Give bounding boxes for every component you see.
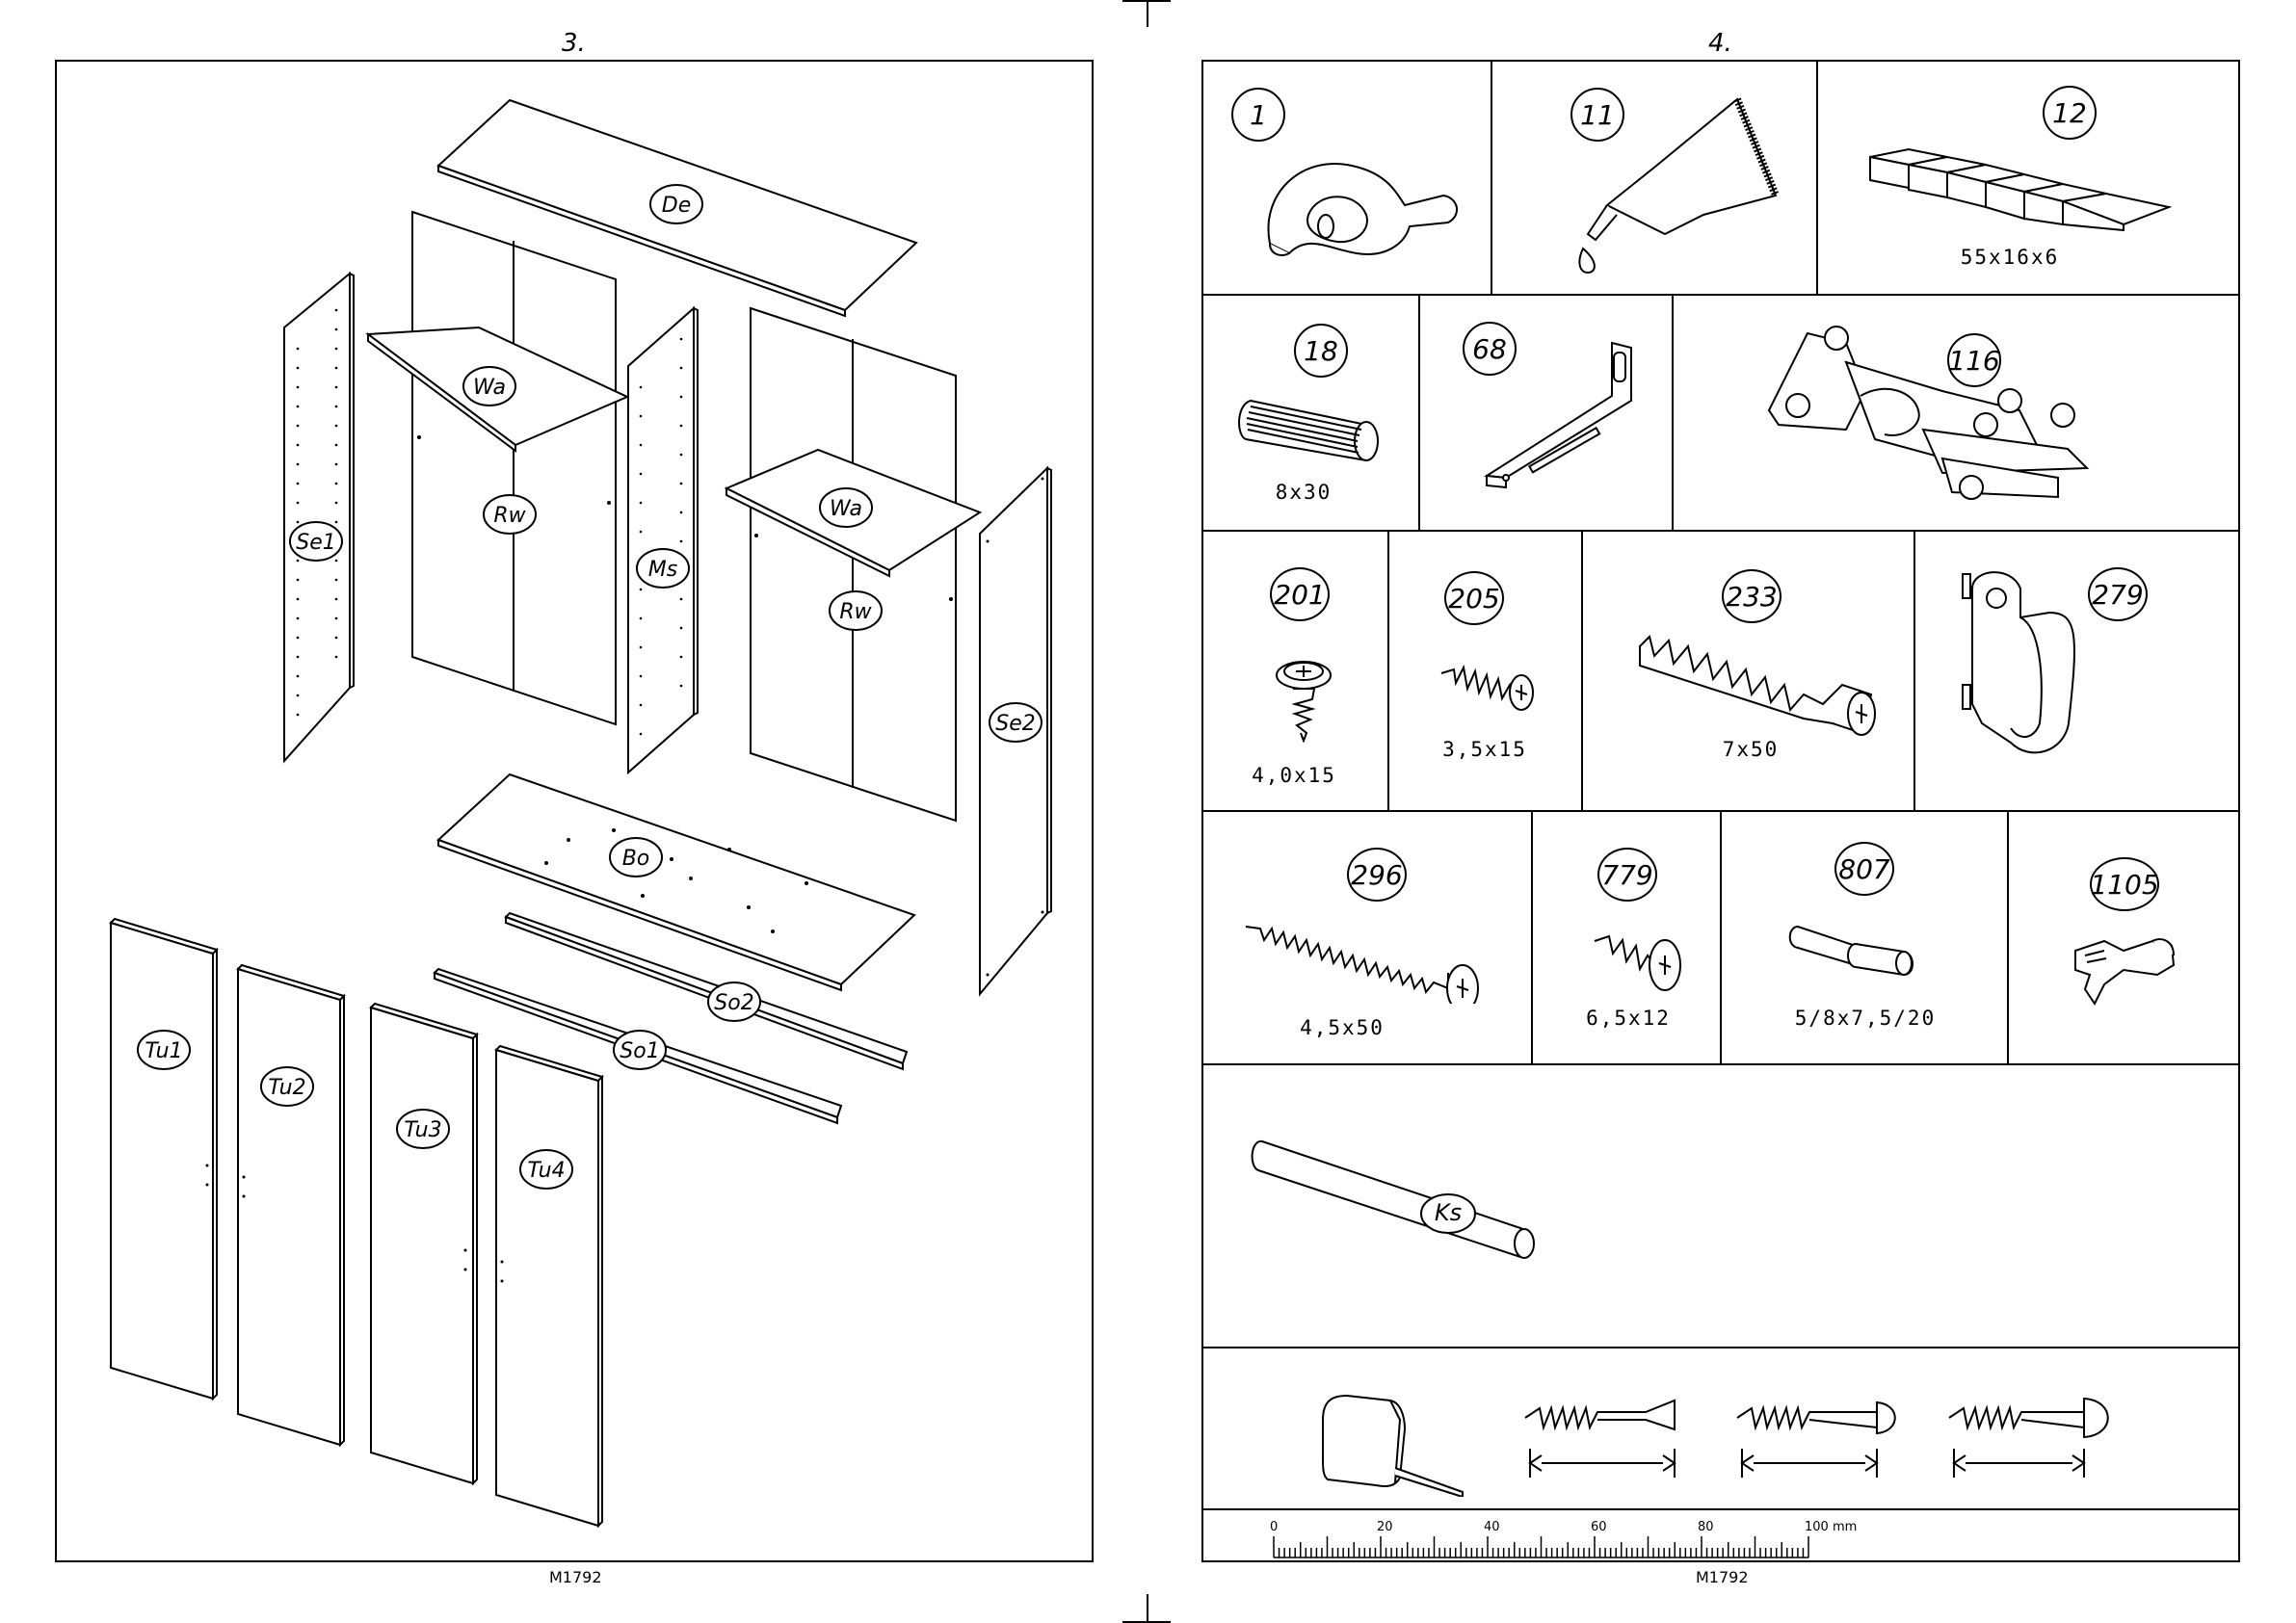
label-tu2: Tu2 bbox=[268, 1076, 305, 1100]
part-cell-779: 779 6,5x12 bbox=[1531, 810, 1722, 1065]
rod-cell: Ks bbox=[1201, 1063, 2240, 1348]
expansion-bolt-icon bbox=[1630, 627, 1910, 743]
part-cell-205: 205 3,5x15 bbox=[1387, 530, 1583, 812]
small-screw-icon bbox=[1437, 656, 1543, 714]
ruler-label: 0 bbox=[1270, 1520, 1278, 1534]
part-number-201: 201 bbox=[1270, 567, 1330, 621]
rod-ks-icon bbox=[1251, 1132, 1540, 1267]
label-so2: So2 bbox=[714, 991, 753, 1015]
ruler-label: 40 bbox=[1484, 1520, 1500, 1534]
cam-lock-icon bbox=[1251, 138, 1472, 282]
part-cell-18: 18 8x30 bbox=[1201, 294, 1420, 532]
left-page-number: 3. bbox=[562, 29, 586, 58]
label-tu3: Tu3 bbox=[404, 1118, 441, 1142]
label-so1: So1 bbox=[620, 1039, 659, 1063]
label-rw1: Rw bbox=[493, 504, 526, 528]
crop-mark-bottom bbox=[1147, 1594, 1148, 1623]
right-page-number: 4. bbox=[1708, 29, 1732, 58]
panel-rw1 bbox=[412, 212, 616, 724]
part-number-1105: 1105 bbox=[2090, 857, 2159, 911]
panel-rw2 bbox=[751, 308, 956, 821]
ruler: 0 20 40 60 80 100 mm bbox=[1202, 1509, 2241, 1563]
wedge-strip-icon bbox=[1865, 138, 2183, 244]
part-size-18: 8x30 bbox=[1231, 481, 1376, 504]
long-screw-icon bbox=[1241, 917, 1501, 1004]
ruler-label: 80 bbox=[1698, 1520, 1714, 1534]
part-size-296: 4,5x50 bbox=[1270, 1016, 1414, 1039]
part-cell-807: 807 5/8x7,5/20 bbox=[1720, 810, 2009, 1065]
pan-screw-icon bbox=[1270, 656, 1337, 743]
part-cell-116: 116 bbox=[1672, 294, 2240, 532]
label-se2: Se2 bbox=[995, 712, 1036, 736]
label-wa1: Wa bbox=[473, 376, 506, 400]
part-number-1: 1 bbox=[1231, 88, 1285, 142]
dome-head-screw-icon bbox=[1944, 1391, 2118, 1497]
label-wa2: Wa bbox=[830, 497, 862, 521]
part-cell-1: 1 bbox=[1201, 60, 1492, 296]
part-size-779: 6,5x12 bbox=[1556, 1007, 1701, 1030]
part-size-201: 4,0x15 bbox=[1222, 764, 1366, 787]
part-size-233: 7x50 bbox=[1678, 738, 1823, 761]
panel-bo bbox=[438, 774, 914, 990]
label-tu4: Tu4 bbox=[527, 1159, 565, 1183]
short-screw-icon bbox=[1590, 927, 1696, 1004]
rail-holder-icon bbox=[1953, 560, 2098, 781]
part-cell-233: 233 7x50 bbox=[1581, 530, 1915, 812]
angle-bracket-icon bbox=[1477, 333, 1660, 507]
door-tu2 bbox=[238, 965, 344, 1445]
part-number-205: 205 bbox=[1444, 571, 1504, 625]
panel-se1 bbox=[284, 274, 354, 761]
glue-tube-icon bbox=[1549, 90, 1809, 292]
label-ms: Ms bbox=[648, 558, 677, 582]
ruler-cell: 0 20 40 60 80 100 mm bbox=[1201, 1508, 2240, 1562]
measuring-tape-icon bbox=[1318, 1391, 1501, 1497]
label-de: De bbox=[662, 194, 691, 218]
door-tu4 bbox=[496, 1046, 602, 1526]
part-size-807: 5/8x7,5/20 bbox=[1759, 1007, 1971, 1030]
part-number-233: 233 bbox=[1722, 569, 1781, 623]
door-tu1 bbox=[111, 919, 217, 1399]
part-number-807: 807 bbox=[1834, 842, 1894, 896]
ruler-label: 60 bbox=[1591, 1520, 1607, 1534]
part-cell-279: 279 bbox=[1913, 530, 2240, 812]
right-footer-code: M1792 bbox=[1696, 1568, 1749, 1586]
crop-mark-bottom-h bbox=[1122, 1621, 1171, 1623]
shelf-pin-icon bbox=[1779, 907, 1933, 994]
part-number-18: 18 bbox=[1294, 324, 1348, 378]
hinge-icon bbox=[1750, 304, 2154, 526]
rod-label: Ks bbox=[1414, 1199, 1482, 1226]
ruler-label: 100 mm bbox=[1805, 1520, 1857, 1534]
ruler-label: 20 bbox=[1377, 1520, 1393, 1534]
left-footer-code: M1792 bbox=[549, 1568, 602, 1586]
dowel-icon bbox=[1231, 381, 1405, 468]
crop-mark-top-h bbox=[1122, 0, 1171, 2]
part-size-12: 55x16x6 bbox=[1904, 246, 2116, 269]
part-cell-11: 11 bbox=[1491, 60, 1818, 296]
part-cell-296: 296 4,5x50 bbox=[1201, 810, 1533, 1065]
label-se1: Se1 bbox=[296, 531, 336, 555]
part-number-296: 296 bbox=[1347, 848, 1407, 902]
part-cell-68: 68 bbox=[1418, 294, 1674, 532]
part-cell-1105: 1105 bbox=[2007, 810, 2240, 1065]
round-head-screw-icon bbox=[1732, 1391, 1906, 1497]
part-size-205: 3,5x15 bbox=[1412, 738, 1557, 761]
label-tu1: Tu1 bbox=[145, 1039, 182, 1063]
door-tu3 bbox=[371, 1004, 477, 1483]
part-number-779: 779 bbox=[1597, 848, 1657, 902]
label-rw2: Rw bbox=[839, 600, 872, 624]
part-cell-12: 12 55x16x6 bbox=[1816, 60, 2240, 296]
countersunk-screw-icon bbox=[1520, 1391, 1694, 1497]
panel-ms bbox=[628, 308, 698, 772]
clip-icon bbox=[2066, 931, 2191, 1008]
tools-cell bbox=[1201, 1347, 2240, 1510]
label-bo: Bo bbox=[622, 847, 650, 871]
crop-mark-top bbox=[1147, 0, 1148, 27]
exploded-view-drawing: De Wa Rw Se1 Ms Wa Rw Se2 Bo So2 So1 Tu1… bbox=[55, 60, 1094, 1562]
part-number-12: 12 bbox=[2043, 86, 2097, 140]
part-cell-201: 201 4,0x15 bbox=[1201, 530, 1389, 812]
